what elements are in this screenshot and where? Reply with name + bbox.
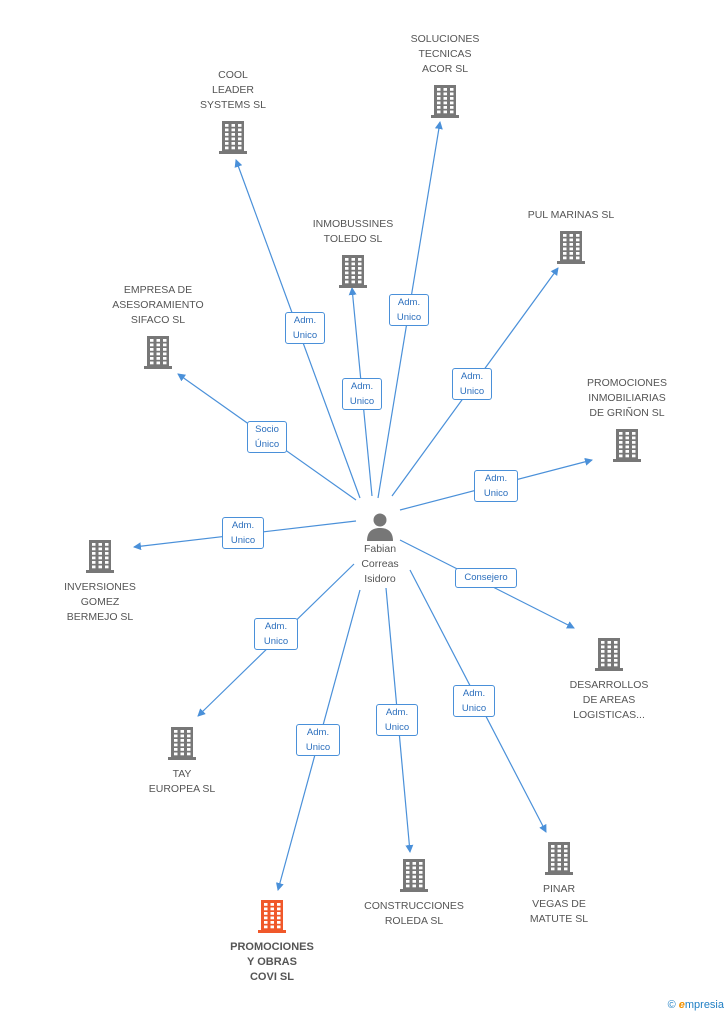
building-icon <box>144 336 172 369</box>
building-icon <box>557 231 585 264</box>
company-label: COOL LEADER SYSTEMS SL <box>200 69 266 111</box>
relationship-label[interactable]: Adm. Unico <box>285 312 325 344</box>
company-label: SOLUCIONES TECNICAS ACOR SL <box>410 33 480 75</box>
company-node-cool[interactable]: COOL LEADER SYSTEMS SL <box>168 68 298 155</box>
company-label: PUL MARINAS SL <box>527 209 615 221</box>
company-node-sifaco[interactable]: EMPRESA DE ASESORAMIENTO SIFACO SL <box>93 283 223 370</box>
building-icon <box>258 900 286 933</box>
company-label: INVERSIONES GOMEZ BERMEJO SL <box>64 581 136 623</box>
company-label: EMPRESA DE ASESORAMIENTO SIFACO SL <box>112 284 204 326</box>
relationship-label[interactable]: Adm. Unico <box>342 378 382 410</box>
center-person-label: Fabian Correas Isidoro <box>361 543 399 585</box>
company-label: TAY EUROPEA SL <box>148 768 216 795</box>
building-icon <box>339 255 367 288</box>
building-icon <box>219 121 247 154</box>
relationship-label[interactable]: Consejero <box>455 568 517 588</box>
building-icon <box>613 429 641 462</box>
center-person[interactable]: Fabian Correas Isidoro <box>340 510 420 587</box>
brand-logo-initial: e <box>678 999 685 1011</box>
company-label: PROMOCIONES INMOBILIARIAS DE GRIÑON SL <box>587 377 667 419</box>
company-node-inmob[interactable]: INMOBUSSINES TOLEDO SL <box>288 217 418 289</box>
building-icon <box>168 727 196 760</box>
brand-footer[interactable]: © empresia <box>668 999 724 1011</box>
company-node-covi[interactable]: PROMOCIONES Y OBRAS COVI SL <box>207 898 337 985</box>
company-label: PINAR VEGAS DE MATUTE SL <box>529 883 589 925</box>
relationship-label[interactable]: Adm. Unico <box>474 470 518 502</box>
company-node-pinar[interactable]: PINAR VEGAS DE MATUTE SL <box>494 840 624 927</box>
company-node-gomez[interactable]: INVERSIONES GOMEZ BERMEJO SL <box>35 538 165 625</box>
company-node-acor[interactable]: SOLUCIONES TECNICAS ACOR SL <box>380 32 510 119</box>
building-icon <box>545 842 573 875</box>
company-label: CONSTRUCCIONES ROLEDA SL <box>364 900 464 927</box>
relationship-label[interactable]: Adm. Unico <box>453 685 495 717</box>
company-node-grinon[interactable]: PROMOCIONES INMOBILIARIAS DE GRIÑON SL <box>562 376 692 463</box>
company-node-tay[interactable]: TAY EUROPEA SL <box>117 725 247 797</box>
relationship-label[interactable]: Adm. Unico <box>222 517 264 549</box>
relationship-label[interactable]: Adm. Unico <box>296 724 340 756</box>
company-node-pul[interactable]: PUL MARINAS SL <box>506 208 636 265</box>
building-icon <box>431 85 459 118</box>
building-icon <box>400 859 428 892</box>
company-label: PROMOCIONES Y OBRAS COVI SL <box>230 941 314 983</box>
person-icon <box>367 513 393 541</box>
relationship-label[interactable]: Adm. Unico <box>452 368 492 400</box>
brand-logo-text: mpresia <box>684 999 724 1011</box>
relationship-label[interactable]: Socio Único <box>247 421 287 453</box>
company-node-roleda[interactable]: CONSTRUCCIONES ROLEDA SL <box>349 857 479 929</box>
building-icon <box>86 540 114 573</box>
relationship-label[interactable]: Adm. Unico <box>254 618 298 650</box>
relationship-label[interactable]: Adm. Unico <box>376 704 418 736</box>
relationship-label[interactable]: Adm. Unico <box>389 294 429 326</box>
company-label: DESARROLLOS DE AREAS LOGISTICAS... <box>569 679 649 721</box>
company-node-desarrollos[interactable]: DESARROLLOS DE AREAS LOGISTICAS... <box>544 636 674 723</box>
copyright-icon: © <box>667 999 676 1011</box>
building-icon <box>595 638 623 671</box>
company-label: INMOBUSSINES TOLEDO SL <box>312 218 394 245</box>
